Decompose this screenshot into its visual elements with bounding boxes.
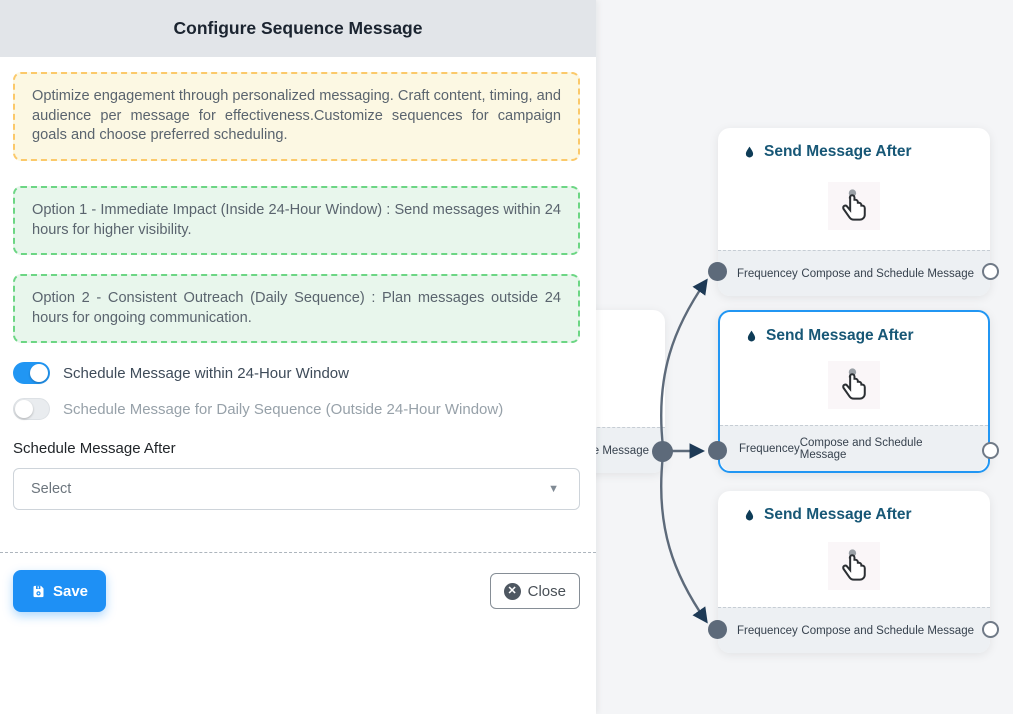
node-title-label: Send Message After [764,506,912,523]
output-handle-node-1[interactable] [982,263,999,280]
water-drop-icon [747,330,756,341]
toggle-daily-sequence[interactable] [13,398,50,420]
info-note: Optimize engagement through personalized… [13,72,580,161]
page-title: Configure Sequence Message [0,0,596,57]
node-title-label: Send Message After [766,327,914,344]
hand-click-icon [828,541,880,590]
select-value: Select [31,481,72,497]
node-footer-compose-label: Compose and Schedule Message [801,267,974,280]
flow-node-send-message-after-1[interactable]: Send Message After Frequencey Compose an… [718,128,990,296]
node-footer-frequency-label: Frequencey [737,624,798,637]
hand-click-icon [828,181,880,230]
hand-click-icon [828,361,880,409]
option2-note: Option 2 - Consistent Outreach (Daily Se… [13,274,580,343]
toggle-knob [30,364,48,382]
flow-node-send-message-after-3[interactable]: Send Message After Frequencey Compose an… [718,491,990,653]
target-handle-node-3[interactable] [708,620,727,639]
flow-node-send-message-after-2[interactable]: Send Message After Frequencey Compose an… [718,310,990,473]
node-footer-compose-label: Compose and Schedule Message [801,624,974,637]
close-button[interactable]: ✕ Close [489,573,580,609]
save-icon [33,585,44,597]
water-drop-icon [745,146,754,157]
close-button-label: Close [527,582,566,600]
save-button-label: Save [52,582,89,600]
water-drop-icon [745,509,754,520]
source-handle[interactable] [652,441,673,462]
toggle-knob [15,400,33,418]
schedule-after-select[interactable]: Select ▼ [13,468,580,510]
toggle-daily-label: Schedule Message for Daily Sequence (Out… [63,400,504,418]
output-handle-node-3[interactable] [982,621,999,638]
schedule-after-label: Schedule Message After [13,440,176,457]
panel-footer-divider [0,552,596,553]
toggle-row-24hr: Schedule Message within 24-Hour Window [13,361,580,385]
partial-node-footer-label: ce Message [596,444,649,457]
node-footer-frequency-label: Frequencey [739,442,800,455]
option1-note: Option 1 - Immediate Impact (Inside 24-H… [13,186,580,255]
output-handle-node-2[interactable] [982,442,999,459]
toggle-24hr-window[interactable] [13,362,50,384]
close-icon: ✕ [503,582,521,600]
node-footer-frequency-label: Frequencey [737,267,798,280]
node-footer-compose-label: Compose and Schedule Message [799,436,923,461]
node-title-label: Send Message After [764,143,912,160]
target-handle-node-1[interactable] [708,262,727,281]
flow-node-partial[interactable]: ce Message [596,310,665,473]
target-handle-node-2[interactable] [708,441,727,460]
save-button[interactable]: Save [13,570,106,612]
config-panel: Configure Sequence Message Optimize enga… [0,0,596,612]
toggle-24hr-label: Schedule Message within 24-Hour Window [63,364,349,382]
toggle-row-daily: Schedule Message for Daily Sequence (Out… [13,397,580,421]
chevron-down-icon: ▼ [548,483,559,495]
flow-canvas[interactable]: ce Message Send Message After Frequencey… [596,0,1013,714]
